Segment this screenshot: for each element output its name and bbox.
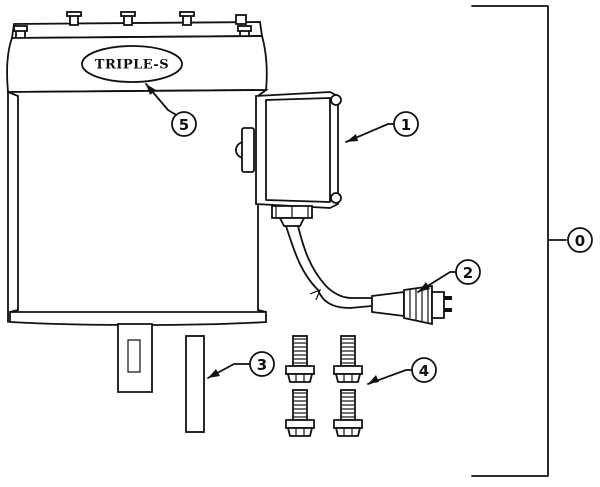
callout-3-label: 3 (257, 356, 267, 374)
callout-1: 1 (393, 111, 419, 137)
callout-2-label: 2 (463, 264, 473, 282)
callout-4: 4 (411, 357, 437, 383)
callout-0-label: 0 (575, 232, 585, 250)
callout-3: 3 (249, 351, 275, 377)
bolt-4 (333, 389, 363, 437)
mounting-bolts (285, 335, 363, 437)
motor-body (7, 89, 269, 326)
motor-assembly: TRIPLE-S (6, 11, 269, 393)
callout-0: 0 (567, 227, 593, 253)
callout-1-label: 1 (401, 116, 411, 134)
leader-arrowheads (146, 84, 430, 384)
power-cord (285, 225, 373, 309)
junction-box (235, 91, 342, 227)
callout-5: 5 (171, 111, 197, 137)
bolt-1 (285, 335, 315, 383)
motor-shaft (117, 323, 153, 393)
callout-leaders (145, 5, 567, 477)
bolt-2 (333, 335, 363, 383)
bolt-3 (285, 389, 315, 437)
callout-2: 2 (455, 259, 481, 285)
callout-4-label: 4 (419, 362, 429, 380)
callout-5-label: 5 (179, 116, 189, 134)
brand-badge-oval (81, 45, 183, 83)
shaft-key (185, 335, 205, 433)
power-plug (371, 284, 452, 326)
brand-badge-text: TRIPLE-S (95, 58, 169, 73)
